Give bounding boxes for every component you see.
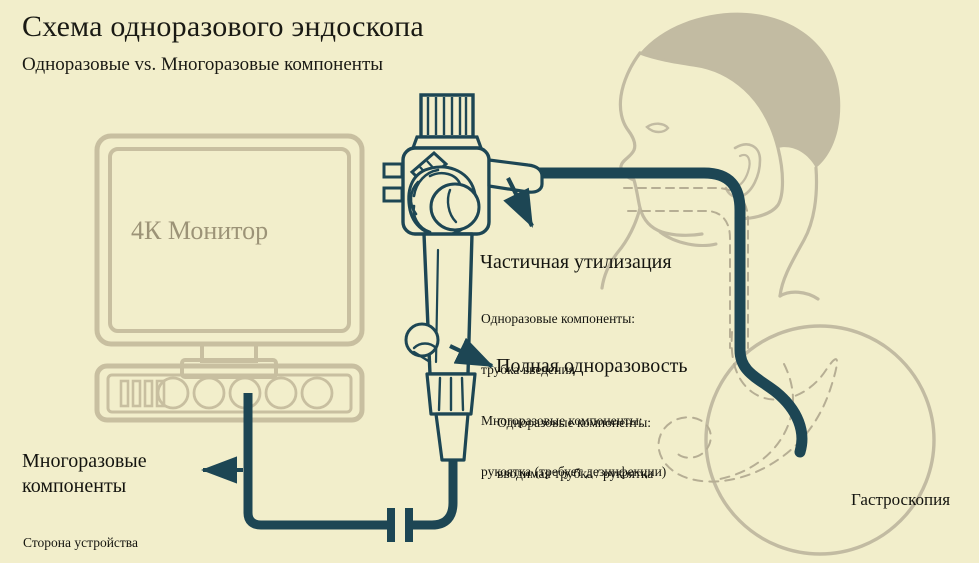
face-profile	[638, 51, 785, 221]
thumb-knob-stem	[412, 350, 432, 364]
side-port[interactable]	[382, 162, 404, 179]
annotation-line: Сторона устройства	[23, 535, 139, 550]
thumb-knob-detail	[412, 342, 438, 350]
annotation-line: трубка введения	[481, 362, 575, 377]
side-port[interactable]	[382, 186, 404, 203]
processor-dial[interactable]	[300, 376, 334, 410]
annotation-line: вводимая трубка / рукоятка	[497, 466, 654, 481]
processor-slot-bar	[119, 379, 130, 408]
cable-network	[243, 167, 808, 542]
processor-box[interactable]	[94, 363, 365, 423]
processor-dial[interactable]	[192, 376, 226, 410]
monitor-screen-label: 4К Монитор	[131, 216, 269, 245]
umbilical-stub	[487, 158, 544, 194]
processor-slot-bar	[143, 379, 154, 408]
insertion-tube	[530, 167, 808, 458]
angulation-knob-lobe	[412, 204, 432, 234]
gastroscopy-circle	[704, 324, 936, 556]
thumb-knob[interactable]	[404, 322, 440, 358]
display-unit[interactable]	[94, 133, 365, 423]
annotation-line: Многоразовые компоненты:	[481, 413, 643, 428]
scope-tail-cable	[409, 460, 458, 530]
gastroscopy-label: Гастроскопия	[851, 490, 951, 509]
angulation-knob-lobe	[412, 168, 440, 198]
stomach-inner-dashed	[713, 363, 794, 481]
strain-rib	[460, 376, 465, 412]
annotation-full-body: Одноразовые компоненты: вводимая трубка …	[497, 380, 653, 516]
monitor-screen	[108, 147, 351, 333]
ear-inner	[734, 153, 751, 188]
strain-rib	[437, 376, 442, 412]
annotation-partial-title: Частичная утилизация	[480, 251, 672, 273]
page-subtitle: Одноразовые vs. Многоразовые компоненты	[22, 54, 384, 75]
neck-back	[778, 166, 819, 298]
annotation-reusable-title: Многоразовые компоненты	[22, 450, 147, 497]
handle-tail-neck	[434, 412, 470, 462]
hair-shape	[640, 12, 841, 168]
annotation-line: Одноразовые компоненты:	[481, 311, 636, 326]
angulation-knob-lobe	[428, 171, 462, 186]
annotation-partial-body: Одноразовые компоненты: трубка введения …	[481, 276, 666, 514]
neck-front	[600, 206, 642, 290]
display-cable	[243, 393, 391, 530]
annotation-reusable-body: Сторона устройства отображения	[23, 500, 138, 563]
processor-dial[interactable]	[156, 376, 190, 410]
annotation-full-title: Полная одноразовость	[496, 355, 688, 377]
jaw-line	[658, 230, 718, 247]
page-title: Схема одноразового эндоскопа	[22, 10, 424, 43]
ear-shape	[724, 143, 762, 199]
arrow-partial-disposal	[503, 177, 534, 228]
processor-inner-panel	[106, 373, 353, 414]
processor-slot-bar	[131, 379, 142, 408]
annotation-line: рукоятка (требует дезинфекции)	[481, 464, 667, 479]
face-front-line	[618, 51, 704, 237]
shoulder-line	[778, 290, 820, 301]
angulation-knob-inner[interactable]	[429, 182, 481, 232]
arrow-full-disposal	[449, 337, 494, 368]
callout-arrows	[201, 177, 534, 484]
knob-grip-line	[446, 188, 458, 224]
esophagus-inner-dashed	[627, 210, 731, 349]
annotation-line: Одноразовые компоненты:	[497, 415, 652, 430]
processor-dial[interactable]	[264, 376, 298, 410]
eye-shape	[645, 122, 670, 134]
